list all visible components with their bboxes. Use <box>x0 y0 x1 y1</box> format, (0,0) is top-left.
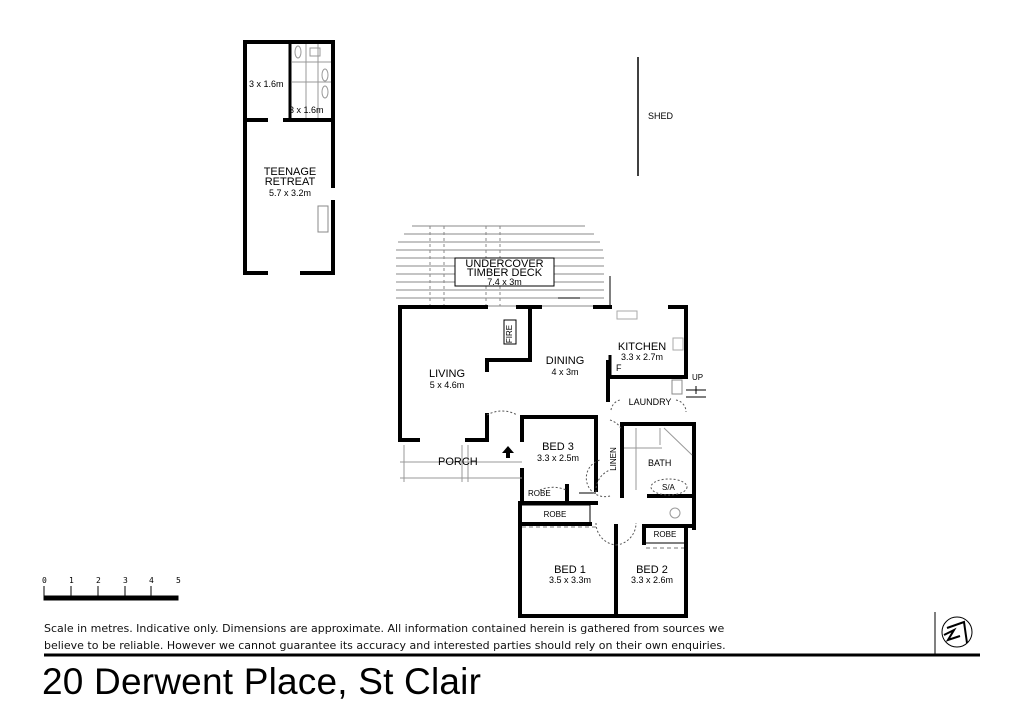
fireplace <box>503 319 517 345</box>
scale-tick-2: 2 <box>96 576 101 585</box>
deck-name-2: TIMBER DECK <box>466 267 543 279</box>
shed-label: SHED <box>648 111 674 121</box>
teenage-retreat-name-2: RETREAT <box>264 176 316 188</box>
bench-fixture <box>317 205 329 233</box>
linen-label: LINEN <box>609 447 618 471</box>
deck-label-box <box>454 257 555 287</box>
scale-tick-0: 0 <box>42 576 47 585</box>
outbuilding <box>243 40 336 276</box>
robe-bed1-label: ROBE <box>543 510 567 519</box>
fridge-label: F <box>616 363 622 373</box>
bed3-dims: 3.3 x 2.5m <box>536 453 580 463</box>
dining-name: DINING <box>545 355 585 367</box>
bath-name: BATH <box>648 458 672 468</box>
north-arrow-icon <box>941 616 973 648</box>
house-walls <box>398 305 696 618</box>
teenage-retreat-name-1: TEENAGE <box>263 166 317 178</box>
bed1-dims: 3.5 x 3.3m <box>548 575 592 585</box>
scale-tick-1: 1 <box>69 576 74 585</box>
toilet <box>669 507 681 519</box>
bed3-name: BED 3 <box>542 441 574 453</box>
bed2-dims: 3.3 x 2.6m <box>630 575 674 585</box>
bed2-name: BED 2 <box>636 564 668 576</box>
scale-tick-4: 4 <box>149 576 154 585</box>
robe-bed2-box <box>643 526 687 544</box>
living-dims: 5 x 4.6m <box>429 380 465 390</box>
disclaimer: Scale in metres. Indicative only. Dimens… <box>44 620 804 654</box>
disclaimer-line-1: Scale in metres. Indicative only. Dimens… <box>44 622 725 635</box>
kitchen-dims: 3.3 x 2.7m <box>620 352 664 362</box>
laundry-name: LAUNDRY <box>628 397 672 407</box>
spa-bath <box>650 478 688 496</box>
scale-bar <box>43 586 179 601</box>
spa-label: S/A <box>662 483 675 492</box>
outbuilding-room-b-dims: 3 x 1.6m <box>289 105 324 115</box>
property-address-title: 20 Derwent Place, St Clair <box>42 661 482 702</box>
porch-label: PORCH <box>438 456 478 468</box>
robe-bed1-box <box>519 504 591 525</box>
bathroom-fixtures <box>292 44 331 118</box>
timber-deck <box>396 225 611 307</box>
living-name: LIVING <box>428 368 466 380</box>
deck-dims: 7.4 x 3m <box>487 277 522 287</box>
plan-details <box>400 310 706 549</box>
fire-label: FIRE <box>505 324 514 344</box>
scale-tick-3: 3 <box>123 576 128 585</box>
kitchen-name: KITCHEN <box>617 341 667 353</box>
robe-bed2-label: ROBE <box>653 530 677 539</box>
stairs-up-label: UP <box>692 373 704 382</box>
deck-name-1: UNDERCOVER <box>465 258 544 270</box>
bed1-name: BED 1 <box>554 564 586 576</box>
robe-bed3-label: ROBE <box>528 489 551 498</box>
entry-arrow-icon <box>502 446 514 458</box>
teenage-retreat-dims: 5.7 x 3.2m <box>268 188 312 198</box>
disclaimer-line-2: believe to be reliable. However we canno… <box>44 639 726 652</box>
outbuilding-room-a-dims: 3 x 1.6m <box>249 79 284 89</box>
scale-tick-5: 5 <box>176 576 181 585</box>
dining-dims: 4 x 3m <box>551 367 579 377</box>
